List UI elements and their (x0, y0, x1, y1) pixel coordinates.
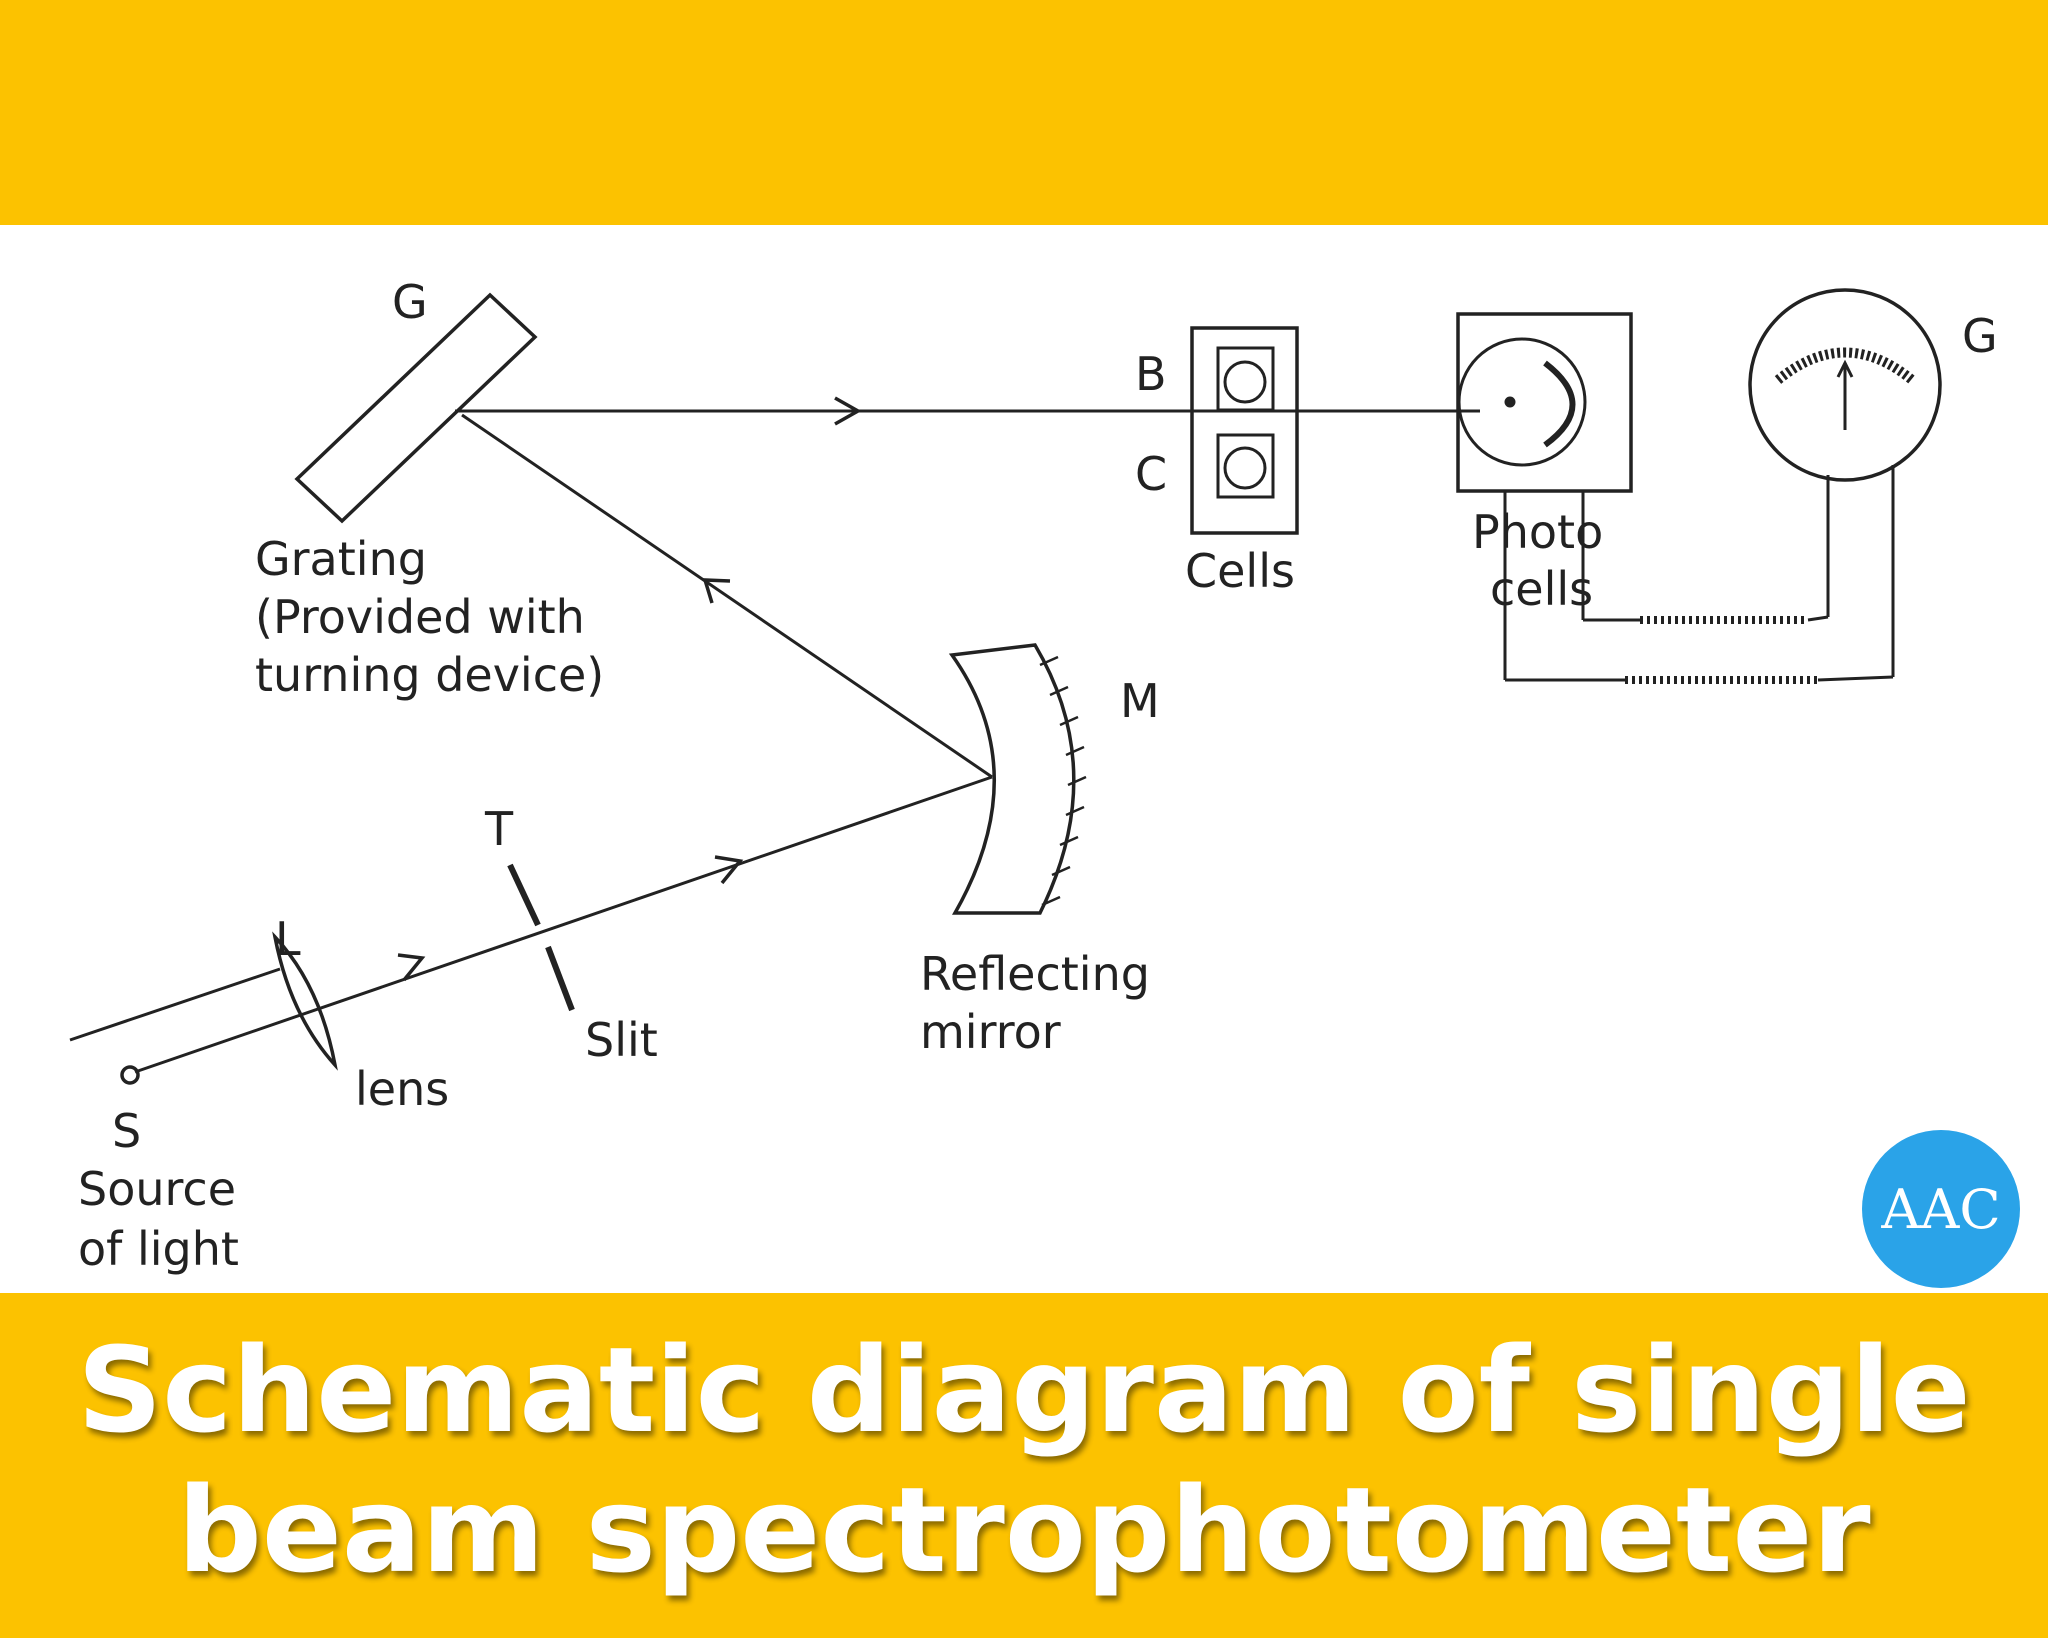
cells-label: Cells (1185, 544, 1295, 598)
beam-source-to-mirror (134, 775, 993, 1074)
beam-arrow-4 (397, 953, 426, 982)
photocell-label-line2: cells (1490, 562, 1593, 616)
mirror-shape (948, 643, 1087, 915)
cells-holder (1190, 326, 1299, 535)
grating-label-line1: Grating (255, 532, 427, 586)
photocell-label-line1: Photo (1472, 505, 1603, 559)
diagram-caption: Schematic diagram of single beam spectro… (0, 1320, 2048, 1600)
grating-label-line3: turning device) (255, 648, 604, 702)
grating-shape (294, 292, 538, 524)
source-dot (120, 1065, 140, 1085)
grating-label-line2: (Provided with (255, 590, 585, 644)
slit-label: Slit (585, 1013, 658, 1067)
lens-letter-label: L (275, 912, 301, 966)
spectrophotometer-diagram: G Grating (Provided with turning device)… (69, 275, 1998, 1276)
top-banner (0, 0, 2048, 225)
source-letter-label: S (112, 1104, 141, 1158)
slit-letter-label: T (484, 802, 514, 856)
slit-upper (507, 863, 541, 927)
lens-shape (272, 931, 338, 1071)
lens-label: lens (355, 1062, 449, 1116)
aac-logo-badge: AAC (1862, 1130, 2020, 1288)
photocell-box (1456, 312, 1633, 680)
bottom-banner (0, 1293, 2048, 1638)
galvanometer (1748, 288, 1942, 677)
circuit-wiring (1505, 615, 1894, 684)
cell-c-label: C (1135, 447, 1167, 501)
caption-line1: Schematic diagram of single (77, 1321, 1971, 1459)
aac-logo-text: AAC (1881, 1177, 2001, 1241)
beam-arrow-3 (714, 855, 744, 885)
beam-mirror-to-grating (461, 413, 993, 779)
mirror-label-line1: Reflecting (920, 947, 1150, 1001)
slit-lower (545, 945, 575, 1012)
mirror-letter-label: M (1120, 674, 1160, 728)
source-label-line1: Source (78, 1162, 236, 1216)
grating-letter-label: G (392, 275, 428, 329)
cell-b-label: B (1135, 347, 1167, 401)
ambient-ray (69, 967, 281, 1042)
galvanometer-letter-label: G (1962, 309, 1998, 363)
mirror-label-line2: mirror (920, 1005, 1061, 1059)
beam-arrow-1 (834, 396, 862, 426)
source-label-line2: of light (78, 1222, 239, 1276)
beam-arrow-2 (702, 578, 731, 604)
caption-line2: beam spectrophotometer (177, 1461, 1871, 1599)
